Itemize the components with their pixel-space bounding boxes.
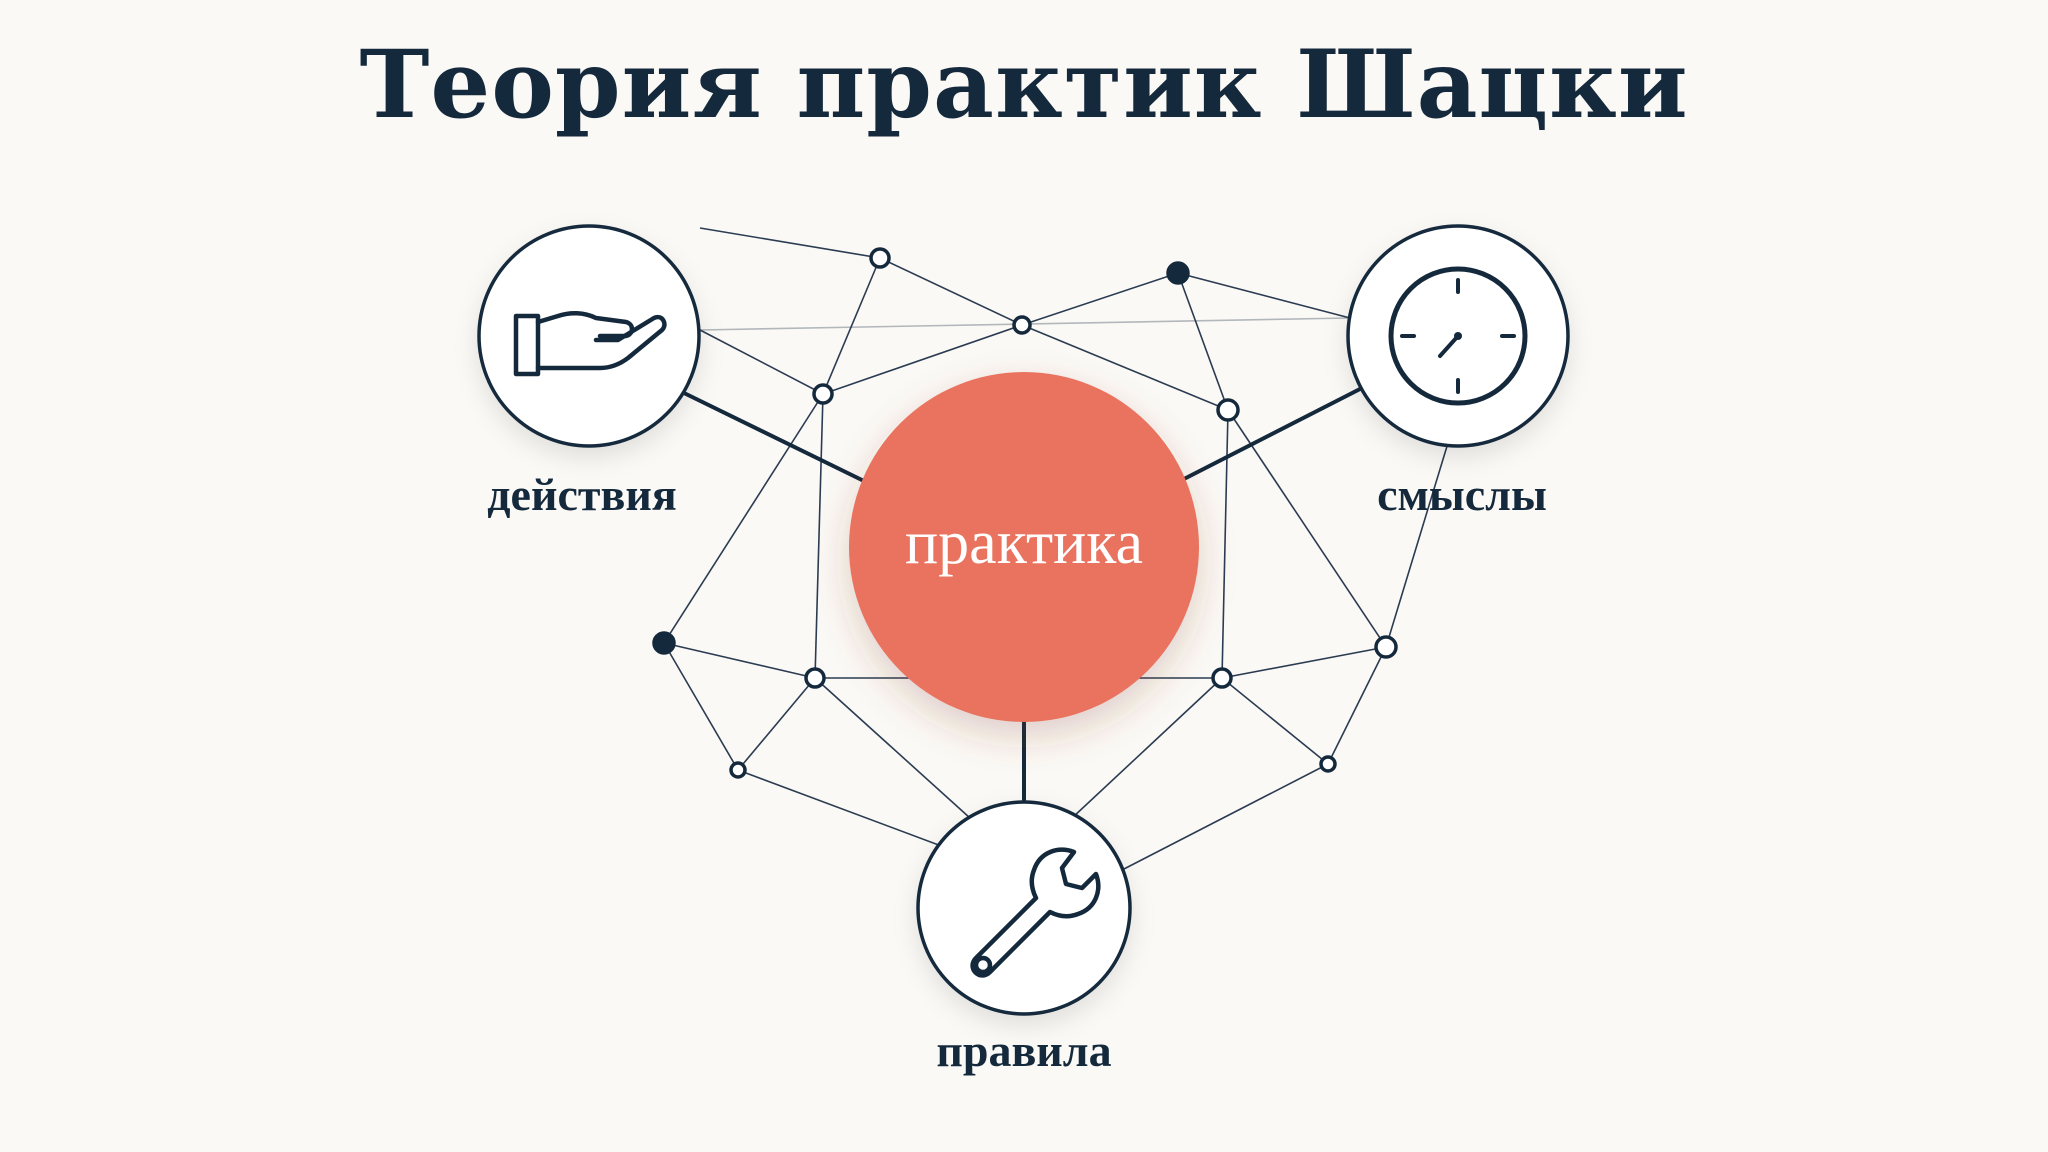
network-dot [1319,755,1337,773]
network-line [814,677,971,819]
network-line [1121,763,1329,871]
network-dot [1211,667,1233,689]
network-line [699,329,824,395]
network-line [1221,409,1229,679]
diagram-title: Теория практик Шацки [359,30,1689,140]
clock-icon [1388,266,1528,406]
network-dot [1012,315,1032,335]
center-label: практика [905,509,1143,577]
connector-actions [683,391,867,484]
network-dot [812,383,834,405]
network-line [663,642,739,771]
network-dot [869,247,891,269]
network-dot [1374,635,1398,659]
network-line [699,227,881,259]
network-line [1177,272,1229,411]
actions-label: действия [487,469,677,520]
network-line [663,393,824,644]
main-connectors [683,386,1363,805]
network-line [737,769,953,851]
network-line [1227,409,1387,648]
network-dot [804,667,826,689]
actions-node-circle [477,224,701,448]
network-line [1021,272,1179,326]
network-line [1071,677,1223,819]
wrench-icon [970,847,1101,978]
network-dot [1216,398,1240,422]
rules-label: правила [936,1025,1112,1076]
network-line [1021,324,1229,411]
network-dots [652,247,1398,779]
network-line [822,257,881,395]
network-line [1177,272,1351,319]
meanings-label: смыслы [1377,469,1547,520]
network-line [1385,409,1459,648]
network-line [822,324,1023,395]
network-line [1221,646,1387,679]
network-line [814,393,824,679]
network-dot [729,761,747,779]
network-line [1327,646,1387,765]
practice-center-circle [849,372,1199,722]
network-line [1221,677,1329,765]
network-dot-filled [652,631,676,655]
network-dot-filled [1166,261,1190,285]
hand-icon [513,311,667,377]
network-line [879,257,1023,326]
connector-meanings [1181,386,1363,482]
network-line [737,677,816,771]
network-line [663,642,816,679]
